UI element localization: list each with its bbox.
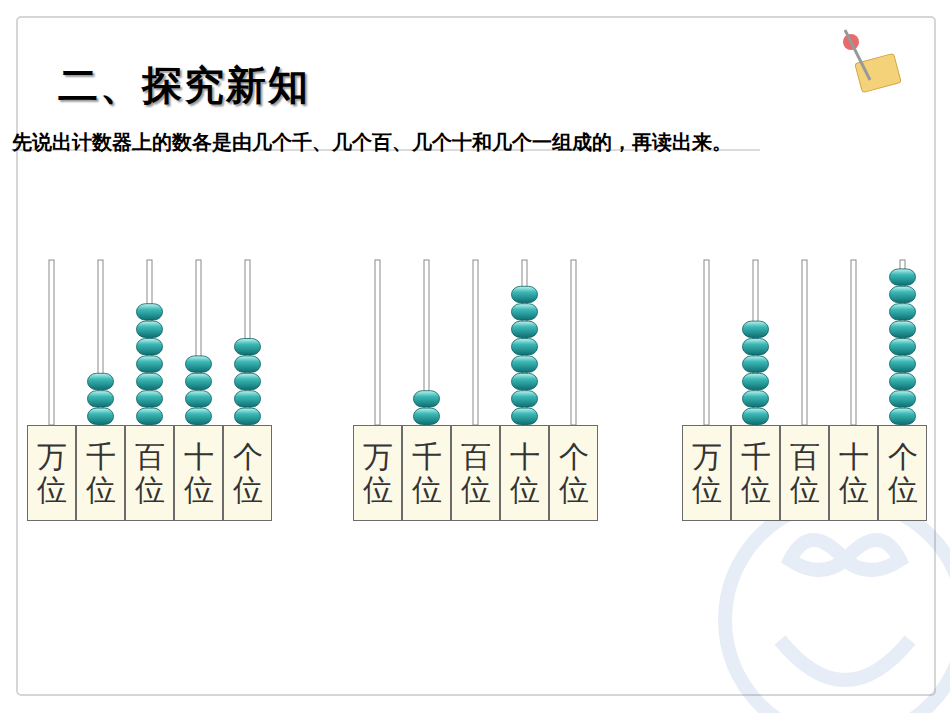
abacus-bead: [512, 286, 538, 302]
abacus-bead: [890, 339, 916, 355]
abacus-bead: [137, 304, 163, 320]
abacus-rod: [571, 260, 576, 425]
place-value-box: 个位: [223, 425, 272, 521]
place-value-label: 百位: [135, 440, 165, 506]
place-value-label: 个位: [233, 440, 263, 506]
abacus-rod: [704, 260, 709, 425]
place-value-box: 百位: [780, 425, 829, 521]
abacus-bead: [743, 408, 769, 424]
abacus-bead: [512, 408, 538, 424]
place-value-label: 万位: [692, 440, 722, 506]
abacus-bead: [235, 339, 261, 355]
place-value-box: 千位: [76, 425, 125, 521]
abacus-art: [49, 260, 916, 425]
place-value-box: 万位: [353, 425, 402, 521]
abacus-bead: [88, 408, 114, 424]
place-value-box: 千位: [402, 425, 451, 521]
abacus-rod: [375, 260, 380, 425]
abacus-bead: [186, 373, 212, 389]
place-value-label: 千位: [741, 440, 771, 506]
place-value-label: 十位: [839, 440, 869, 506]
abacus-bead: [743, 391, 769, 407]
abacus-bead: [137, 408, 163, 424]
place-value-box: 个位: [878, 425, 927, 521]
abacus-bead: [137, 339, 163, 355]
place-value-box: 个位: [549, 425, 598, 521]
abacus-bead: [890, 286, 916, 302]
place-value-box: 百位: [451, 425, 500, 521]
abacus-bead: [890, 304, 916, 320]
abacus-bead: [186, 356, 212, 372]
abacus-bead: [235, 408, 261, 424]
abacus-bead: [137, 391, 163, 407]
abacus-bead: [743, 321, 769, 337]
abacus-bead: [890, 373, 916, 389]
abacus-bead: [235, 373, 261, 389]
corner-icon: [843, 30, 901, 93]
abacus-bead: [186, 408, 212, 424]
abacus-bead: [137, 373, 163, 389]
place-value-box: 十位: [829, 425, 878, 521]
abacus-bead: [235, 391, 261, 407]
abacus-bead: [88, 373, 114, 389]
abacus-rod: [49, 260, 54, 425]
abacus-bead: [512, 321, 538, 337]
abacus-bead: [890, 408, 916, 424]
abacus-bead: [743, 373, 769, 389]
abacus-bead: [512, 356, 538, 372]
place-value-box: 万位: [27, 425, 76, 521]
abacus-bead: [512, 304, 538, 320]
slide-frame: [17, 17, 935, 695]
abacus-bead: [743, 356, 769, 372]
place-value-box: 十位: [174, 425, 223, 521]
abacus-rod: [802, 260, 807, 425]
place-value-label: 千位: [86, 440, 116, 506]
abacus-bead: [890, 321, 916, 337]
abacus-bead: [512, 339, 538, 355]
abacus-bead: [235, 356, 261, 372]
abacus-bead: [890, 356, 916, 372]
abacus-bead: [890, 391, 916, 407]
abacus-bead: [890, 269, 916, 285]
place-value-label: 个位: [559, 440, 589, 506]
abacus-bead: [186, 391, 212, 407]
place-value-label: 十位: [184, 440, 214, 506]
abacus-bead: [512, 373, 538, 389]
place-value-box: 十位: [500, 425, 549, 521]
place-value-box: 百位: [125, 425, 174, 521]
instruction-text: 先说出计数器上的数各是由几个千、几个百、几个十和几个一组成的，再读出来。: [12, 118, 752, 166]
place-value-label: 万位: [37, 440, 67, 506]
place-value-label: 十位: [510, 440, 540, 506]
place-value-label: 百位: [461, 440, 491, 506]
abacus-rod: [851, 260, 856, 425]
watermark-logo: [725, 500, 950, 713]
abacus-bead: [414, 408, 440, 424]
place-value-label: 百位: [790, 440, 820, 506]
abacus-bead: [88, 391, 114, 407]
place-value-box: 万位: [682, 425, 731, 521]
abacus-bead: [512, 391, 538, 407]
abacus-bead: [743, 339, 769, 355]
abacus-bead: [414, 391, 440, 407]
place-value-box: 千位: [731, 425, 780, 521]
slide-title: 二、探究新知: [58, 58, 310, 113]
abacus-rod: [473, 260, 478, 425]
place-value-label: 千位: [412, 440, 442, 506]
place-value-label: 万位: [363, 440, 393, 506]
abacus-bead: [137, 321, 163, 337]
place-value-label: 个位: [888, 440, 918, 506]
abacus-bead: [137, 356, 163, 372]
